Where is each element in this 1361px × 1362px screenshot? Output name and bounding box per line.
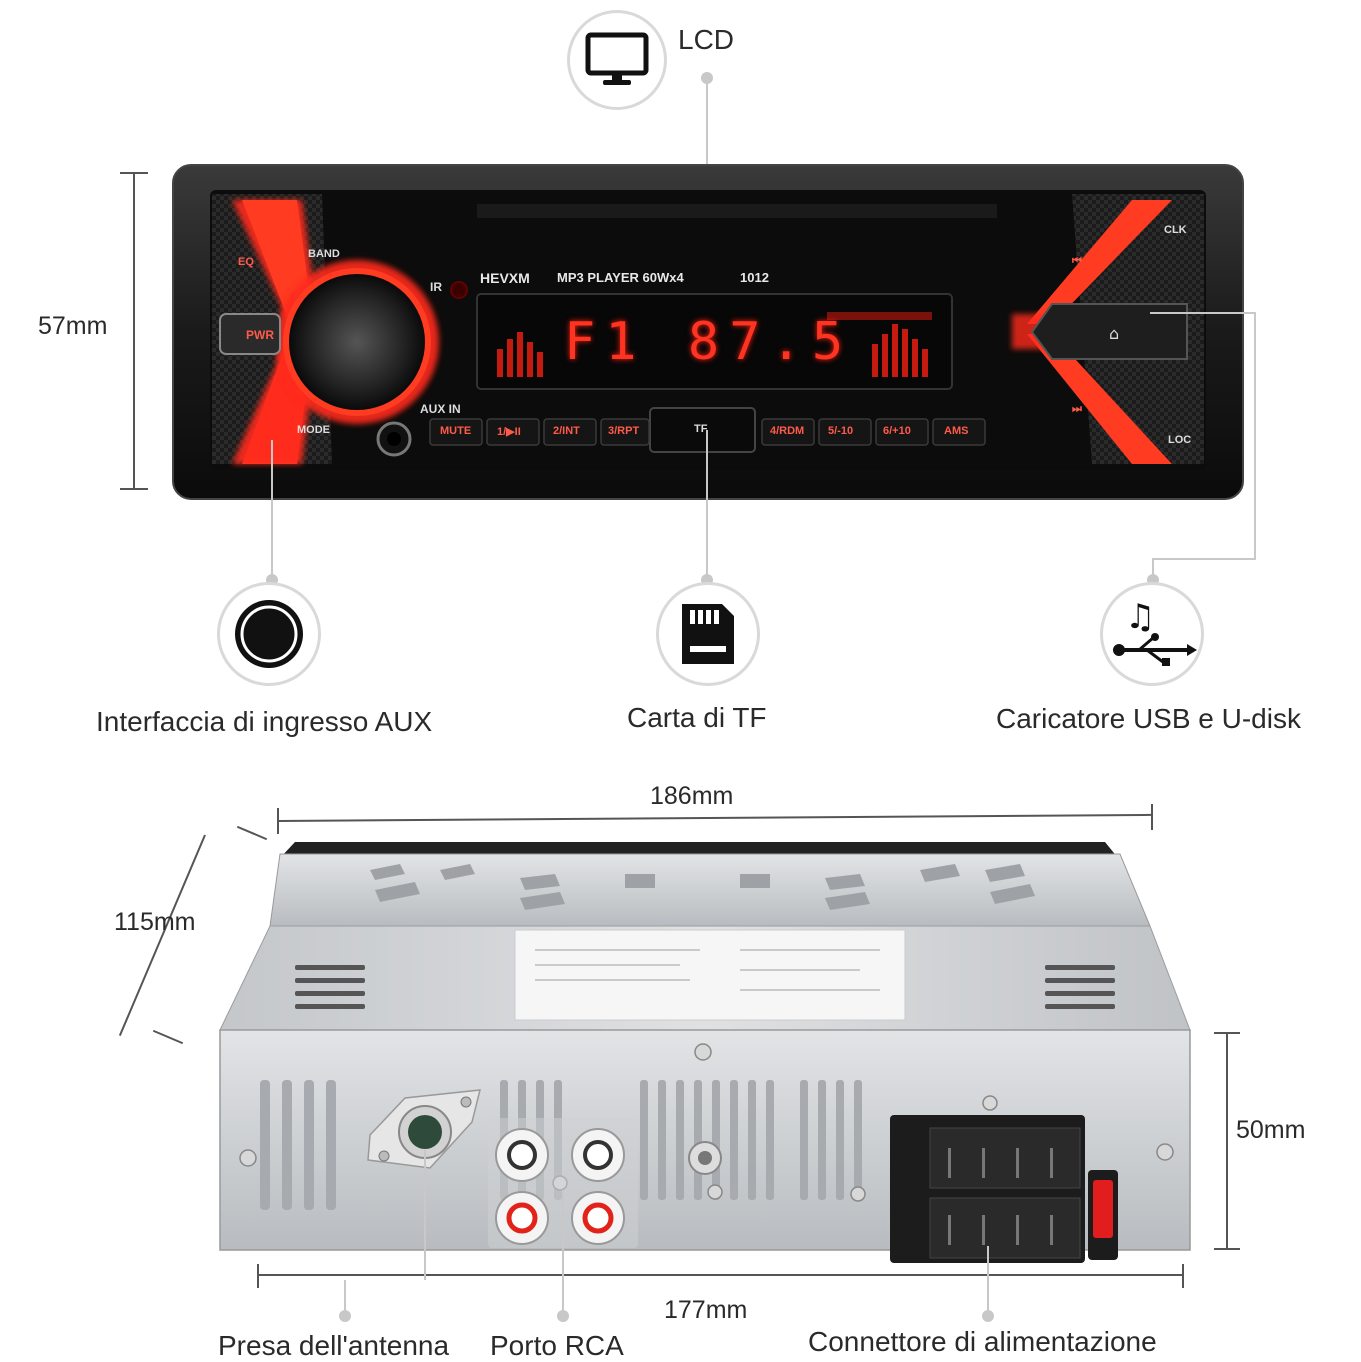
tf-slot-label: TF (694, 423, 708, 435)
tf-callout-line (706, 430, 708, 576)
play-pause-button[interactable]: 1/▶II (497, 426, 521, 438)
usb-callout-line-v2 (1152, 558, 1154, 576)
back-width-dim-cap-left (257, 1264, 259, 1288)
front-height-dim-label: 57mm (38, 312, 108, 340)
loc-label: LOC (1168, 434, 1192, 446)
aux-jack-icon (235, 600, 303, 668)
usb-callout-line-h2 (1152, 558, 1256, 560)
aux-in-label: AUX IN (420, 402, 461, 416)
usb-music-icon: ♫ (1113, 597, 1197, 666)
back-height-dim-line (1226, 1032, 1228, 1250)
aux-callout-line (271, 440, 273, 576)
ams-button[interactable]: AMS (944, 425, 969, 437)
top-width-dim-line (277, 813, 1152, 822)
aux-callout-circle (217, 582, 321, 686)
mode-label: MODE (297, 424, 330, 436)
rdm-button[interactable]: 4/RDM (770, 425, 805, 437)
plus10-button[interactable]: 6/+10 (883, 425, 911, 437)
tf-callout-circle (656, 582, 760, 686)
front-height-dim-cap-top (120, 172, 148, 174)
svg-text:⌂: ⌂ (1109, 324, 1119, 343)
antenna-label: Presa dell'antenna (218, 1330, 450, 1361)
minus10-button[interactable]: 5/-10 (828, 425, 854, 437)
model-text: MP3 PLAYER 60Wx4 (557, 270, 684, 285)
back-width-dim-cap-right (1182, 1264, 1184, 1288)
rca-callout-dot (557, 1310, 569, 1322)
depth-dim-cap-bottom (152, 1029, 184, 1045)
clk-label: CLK (1164, 224, 1187, 236)
svg-text:♫: ♫ (1125, 597, 1155, 637)
lcd-callout-circle (567, 10, 667, 110)
int-button[interactable]: 2/INT (553, 425, 580, 437)
power-callout-line (987, 1246, 989, 1310)
brand-text: HEVXM (480, 270, 530, 286)
monitor-icon (585, 32, 649, 85)
antenna-callout-line-v (424, 1150, 426, 1280)
usb-callout-line-v (1254, 312, 1256, 560)
pwr-button[interactable]: PWR (246, 328, 274, 342)
usb-label: Caricatore USB e U-disk (996, 703, 1301, 734)
back-width-dim-label: 177mm (664, 1296, 748, 1324)
front-height-dim-cap-bottom (120, 488, 148, 490)
depth-dim-label: 115mm (114, 908, 196, 936)
power-label: Connettore di alimentazione (808, 1326, 1157, 1357)
svg-text:⏮: ⏮ (1072, 255, 1082, 267)
antenna-callout-line-v2 (344, 1280, 346, 1310)
top-width-dim-label: 186mm (650, 782, 734, 810)
sd-card-icon (682, 604, 734, 664)
top-width-dim-cap-right (1151, 804, 1153, 830)
front-height-dim-line (133, 172, 135, 490)
rca-label: Porto RCA (490, 1330, 624, 1361)
back-height-dim-cap-bottom (1214, 1248, 1240, 1250)
back-width-dim-line (258, 1274, 1184, 1276)
back-height-dim-label: 50mm (1236, 1116, 1306, 1144)
aux-label: Interfaccia di ingresso AUX (96, 706, 433, 737)
lcd-readout: F1 87.5 (564, 312, 854, 372)
svg-text:⏭: ⏭ (1072, 403, 1082, 415)
band-label: BAND (308, 248, 340, 260)
rca-callout-line (562, 1190, 564, 1310)
power-callout-dot (982, 1310, 994, 1322)
ir-label: IR (430, 280, 442, 294)
usb-callout-circle: ♫ (1100, 582, 1204, 686)
antenna-callout-dot (339, 1310, 351, 1322)
model-number-text: 1012 (740, 270, 769, 285)
tf-label: Carta di TF (627, 702, 767, 733)
back-height-dim-cap-top (1214, 1032, 1240, 1034)
eq-label: EQ (238, 256, 254, 268)
chassis-back-view (200, 830, 1210, 1270)
mute-button[interactable]: MUTE (440, 425, 472, 437)
rpt-button[interactable]: 3/RPT (608, 425, 640, 437)
front-panel: ⏮ ⏭ ⌂ HEVXM MP3 PLAYER 60Wx4 1012 F1 87.… (172, 164, 1244, 500)
top-width-dim-cap-left (277, 808, 279, 834)
usb-callout-line-h (1150, 312, 1256, 314)
lcd-label: LCD (678, 24, 735, 55)
